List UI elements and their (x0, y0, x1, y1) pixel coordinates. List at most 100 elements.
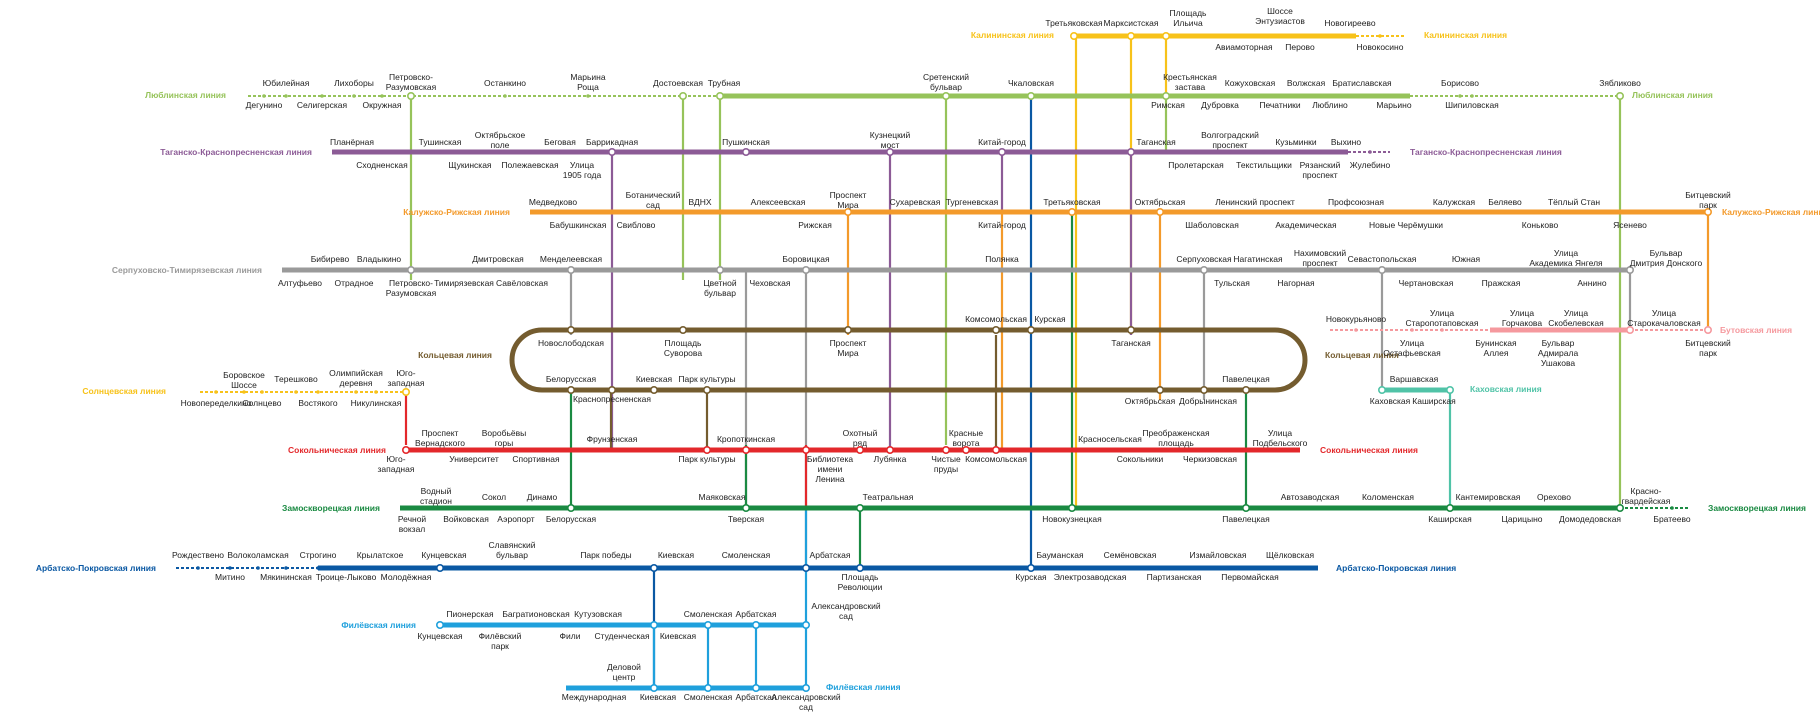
station-marker[interactable] (1127, 325, 1136, 334)
station-label[interactable]: Юго-западная (378, 454, 415, 474)
station-marker[interactable] (698, 210, 702, 214)
station-label[interactable]: Динамо (527, 492, 558, 502)
station-marker[interactable] (1127, 31, 1136, 40)
station-label[interactable]: Дубровка (1201, 100, 1239, 110)
station-label[interactable]: ВДНХ (688, 197, 711, 207)
station-label[interactable]: Новые Черёмушки (1369, 220, 1443, 230)
station-label[interactable]: Сокольники (1117, 454, 1164, 464)
station-label[interactable]: Солнцево (243, 398, 282, 408)
station-marker[interactable] (1172, 566, 1176, 570)
station-label[interactable]: Электрозаводская (1054, 572, 1127, 582)
station-label[interactable]: Севастопольская (1348, 254, 1417, 264)
station-label[interactable]: Волжская (1287, 78, 1326, 88)
station-marker[interactable] (214, 390, 218, 394)
station-label[interactable]: Тульская (1214, 278, 1250, 288)
station-marker[interactable] (855, 445, 864, 454)
station-label[interactable]: Щёлковская (1266, 550, 1315, 560)
station-label[interactable]: Братеево (1653, 514, 1691, 524)
station-marker[interactable] (1574, 328, 1578, 332)
station-label[interactable]: Рождествено (172, 550, 224, 560)
station-marker[interactable] (492, 506, 496, 510)
station-marker[interactable] (1162, 92, 1171, 101)
station-label[interactable]: Китай-город (978, 220, 1026, 230)
station-marker[interactable] (1218, 94, 1222, 98)
station-label[interactable]: Багратионовская (502, 609, 570, 619)
station-label[interactable]: Новокурьяново (1326, 314, 1387, 324)
station-label[interactable]: Черкизовская (1183, 454, 1237, 464)
station-marker[interactable] (715, 92, 724, 101)
station-label[interactable]: Волоколамская (227, 550, 289, 560)
station-marker[interactable] (720, 506, 724, 510)
station-marker[interactable] (1068, 503, 1077, 512)
station-label[interactable]: Киевская (658, 550, 695, 560)
station-marker[interactable] (528, 150, 532, 154)
station-marker[interactable] (1027, 563, 1036, 572)
station-label[interactable]: Ясенево (1613, 220, 1647, 230)
station-label[interactable]: Белорусская (546, 514, 597, 524)
station-marker[interactable] (801, 445, 810, 454)
station-label[interactable]: Молодёжная (381, 572, 432, 582)
station-label[interactable]: Аэропорт (497, 514, 535, 524)
station-label[interactable]: Академическая (1275, 220, 1337, 230)
station-marker[interactable] (1278, 94, 1282, 98)
station-marker[interactable] (702, 385, 711, 394)
station-label[interactable]: Чеховская (750, 278, 791, 288)
station-marker[interactable] (1424, 268, 1428, 272)
station-label[interactable]: Ленинский проспект (1215, 197, 1295, 207)
station-marker[interactable] (1128, 566, 1132, 570)
station-marker[interactable] (997, 148, 1006, 157)
station-marker[interactable] (462, 268, 466, 272)
station-label[interactable]: Парк победы (580, 550, 631, 560)
station-marker[interactable] (551, 210, 555, 214)
station-label[interactable]: Таганская (1136, 137, 1176, 147)
station-label[interactable]: Трубная (708, 78, 741, 88)
station-marker[interactable] (1446, 503, 1455, 512)
station-marker[interactable] (1452, 210, 1456, 214)
station-label[interactable]: Варшавская (1390, 374, 1439, 384)
station-marker[interactable] (378, 566, 382, 570)
station-label[interactable]: Беговая (544, 137, 576, 147)
station-label[interactable]: Смоленская (722, 550, 771, 560)
station-marker[interactable] (1304, 94, 1308, 98)
station-label[interactable]: Краснопресненская (573, 394, 651, 404)
station-label[interactable]: Лихоборы (334, 78, 374, 88)
station-label[interactable]: Павелецкая (1222, 514, 1270, 524)
station-label[interactable]: Перово (1285, 42, 1315, 52)
station-label[interactable]: Петровско-Разумовская (386, 278, 437, 298)
station-marker[interactable] (1308, 506, 1312, 510)
station-label[interactable]: Планёрная (330, 137, 374, 147)
station-marker[interactable] (1294, 150, 1298, 154)
station-marker[interactable] (649, 620, 658, 629)
station-marker[interactable] (610, 448, 614, 452)
station-label[interactable]: Пушкинская (722, 137, 770, 147)
station-marker[interactable] (1288, 566, 1292, 570)
station-marker[interactable] (435, 620, 444, 629)
station-marker[interactable] (352, 94, 356, 98)
station-marker[interactable] (1520, 506, 1524, 510)
station-label[interactable]: Октябрьская (1135, 197, 1186, 207)
station-marker[interactable] (320, 94, 324, 98)
station-marker[interactable] (1470, 94, 1474, 98)
station-label[interactable]: Пролетарская (1168, 160, 1224, 170)
station-marker[interactable] (1174, 448, 1178, 452)
station-marker[interactable] (434, 506, 438, 510)
station-marker[interactable] (502, 448, 506, 452)
station-marker[interactable] (566, 265, 575, 274)
station-label[interactable]: Арбатская (810, 550, 851, 560)
station-marker[interactable] (1248, 94, 1252, 98)
station-marker[interactable] (1410, 328, 1414, 332)
station-marker[interactable] (350, 150, 354, 154)
station-marker[interactable] (1318, 268, 1322, 272)
station-label[interactable]: Отрадное (334, 278, 373, 288)
station-label[interactable]: Домодедовская (1559, 514, 1621, 524)
station-marker[interactable] (702, 445, 711, 454)
station-marker[interactable] (503, 94, 507, 98)
